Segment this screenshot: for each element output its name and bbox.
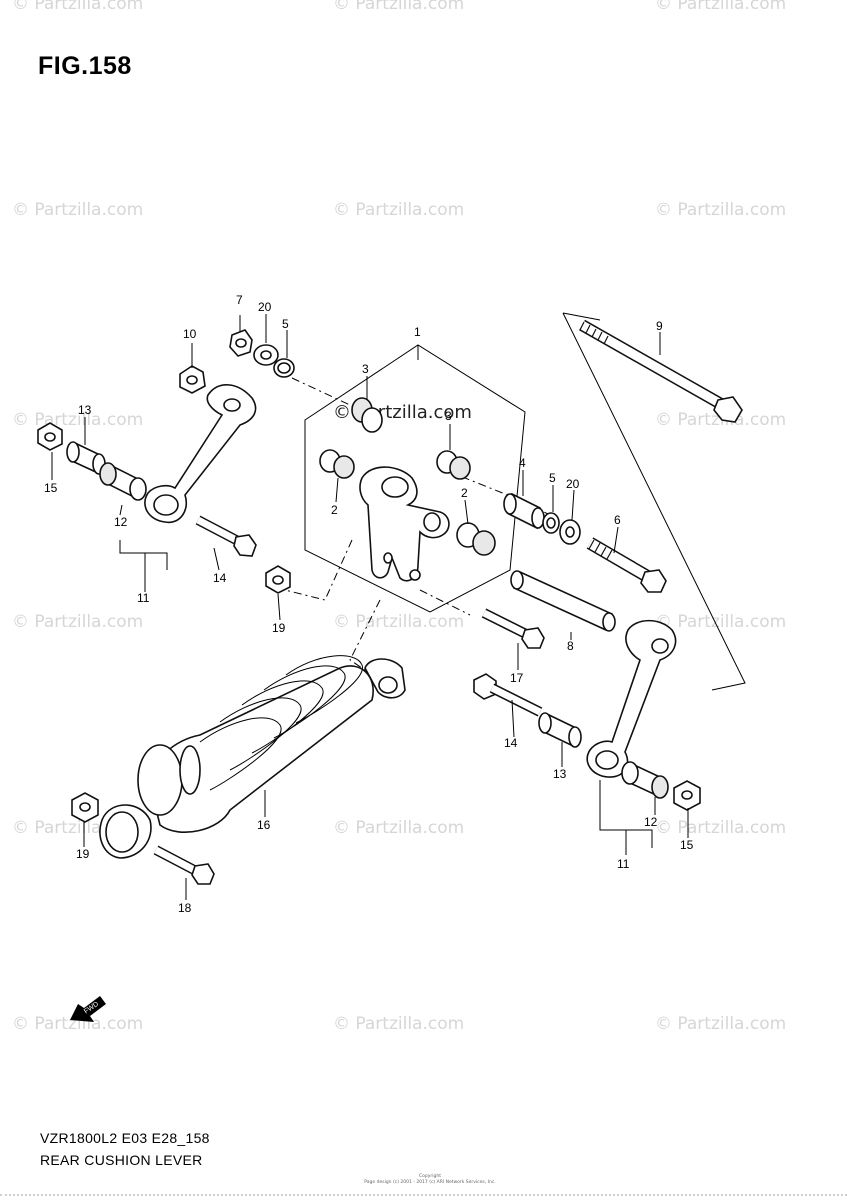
watermark: © Partzilla.com: [12, 0, 144, 14]
watermark: © Partzilla.com: [655, 410, 787, 430]
bolt-6: [586, 537, 667, 593]
nut-10: [179, 365, 206, 394]
copyright-line-2: Page design (c) 2001 - 2017 (c) ARI Netw…: [364, 1180, 496, 1185]
callout-5: 5: [282, 317, 289, 331]
bolt-17: [481, 608, 545, 649]
washer-20-right: [559, 519, 581, 545]
callout-19: 19: [76, 847, 90, 861]
sleeve-8: [510, 570, 616, 632]
spacer-13-right: [538, 712, 582, 748]
bearing-3-right: [436, 450, 471, 480]
callout-3: 3: [362, 362, 369, 376]
bolt-14-right: [473, 673, 543, 717]
watermark: © Partzilla.com: [333, 200, 465, 220]
callout-11: 11: [137, 591, 150, 605]
part-name: REAR CUSHION LEVER: [40, 1152, 203, 1168]
bolt-14-left: [195, 515, 257, 557]
callout-14: 14: [504, 736, 518, 750]
watermark: © Partzilla.com: [655, 612, 787, 632]
collar-5: [273, 358, 295, 378]
bearing-2-left: [319, 449, 355, 479]
part9-group-frame: [562, 312, 746, 691]
callout-12: 12: [114, 515, 128, 529]
callout-4: 4: [519, 456, 526, 470]
washer-20: [253, 344, 279, 366]
fwd-arrow-icon: FWD: [70, 996, 106, 1022]
collar-5-right: [542, 512, 560, 534]
bearing-3-top: [351, 397, 383, 433]
callout-6: 6: [614, 513, 621, 527]
callout-17: 17: [510, 671, 524, 685]
nut-15-right: [673, 780, 701, 811]
callout-14: 14: [213, 571, 227, 585]
callout-19: 19: [272, 621, 286, 635]
watermark: © Partzilla.com: [655, 200, 787, 220]
model-code: VZR1800L2 E03 E28_158: [40, 1130, 210, 1146]
callout-12: 12: [644, 815, 658, 829]
callout-16: 16: [257, 818, 271, 832]
nut-7: [229, 329, 253, 357]
bolt-18: [153, 845, 215, 885]
callout-8: 8: [567, 639, 574, 653]
callout-13: 13: [78, 403, 92, 417]
spacer-13-left: [66, 441, 106, 475]
callout-2: 2: [331, 503, 338, 517]
callout-5: 5: [549, 471, 556, 485]
callout-1: 1: [414, 325, 421, 339]
lever-link-11-right: [586, 619, 677, 778]
watermark: © Partzilla.com: [12, 1014, 144, 1034]
callout-2: 2: [461, 486, 468, 500]
bearing-12-right: [621, 761, 669, 799]
nut-15-left: [37, 422, 63, 451]
callout-13: 13: [553, 767, 567, 781]
callout-18: 18: [178, 901, 192, 915]
watermark: © Partzilla.com: [333, 1014, 465, 1034]
watermark: © Partzilla.com: [655, 1014, 787, 1034]
bottom-edge: [0, 1194, 847, 1200]
bolt-9: [579, 319, 743, 423]
bearing-12-left: [99, 462, 147, 501]
copyright-line-1: Copyright: [419, 1174, 441, 1179]
callout-10: 10: [183, 327, 197, 341]
callout-7: 7: [236, 293, 243, 307]
callout-20: 20: [258, 300, 272, 314]
watermark: © Partzilla.com: [12, 410, 144, 430]
watermark: © Partzilla.com: [12, 612, 144, 632]
shock-absorber-16: [99, 655, 406, 859]
figure-title: FIG.158: [38, 52, 132, 80]
nut-19-top: [265, 565, 291, 594]
watermark: © Partzilla.com: [655, 0, 787, 14]
callout-15: 15: [44, 481, 58, 495]
cushion-lever-1: [359, 466, 450, 582]
watermark: © Partzilla.com: [333, 0, 465, 14]
callout-20: 20: [566, 477, 580, 491]
bearing-2-right: [456, 522, 496, 556]
nut-19-bottom: [71, 792, 99, 823]
watermark: © Partzilla.com: [12, 200, 144, 220]
callout-3: 3: [445, 409, 452, 423]
callout-9: 9: [656, 319, 663, 333]
callout-15: 15: [680, 838, 694, 852]
lever-link-11-left: [144, 384, 257, 524]
watermark: © Partzilla.com: [333, 612, 465, 632]
callout-11: 11: [617, 857, 630, 871]
spacer-4: [503, 492, 545, 530]
watermark: © Partzilla.com: [333, 818, 465, 838]
